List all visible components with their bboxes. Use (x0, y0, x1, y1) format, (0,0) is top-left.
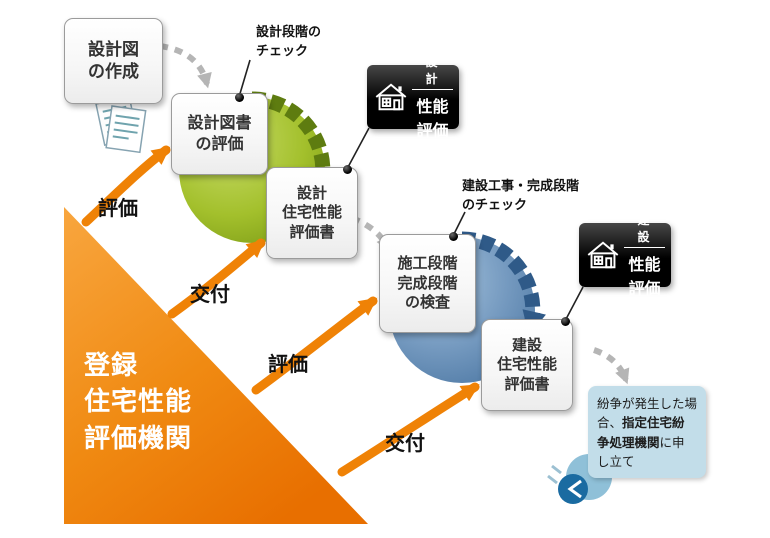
agency-triangle (64, 207, 368, 524)
node-design-report: 設計 住宅性能 評価書 (266, 167, 358, 259)
node-create-drawings: 設計図 の作成 (64, 18, 163, 104)
flow-arrow-issue-design-report (167, 238, 266, 319)
flow-label-evaluate-design: 評価 (98, 196, 138, 220)
dispute-text-pre: 紛争が発生した場合、 (597, 396, 698, 431)
connector-dot (449, 232, 458, 241)
node-construction-report: 建設 住宅性能 評価書 (481, 319, 573, 411)
flow-arrow-evaluate-construction (251, 296, 378, 395)
flow-label-issue-construction: 交付 (385, 431, 425, 455)
flow-label-issue-design: 交付 (190, 282, 230, 306)
building-icon (587, 241, 619, 269)
dispute-note: 紛争が発生した場合、指定住宅紛争処理機関に申し立て (588, 386, 706, 478)
badge-main-label: 性能評価 (416, 97, 449, 140)
flow-arrow-issue-construction-report (337, 382, 480, 477)
badge-category-label: 建 設 (624, 211, 665, 248)
flow-arrow-evaluate-design (81, 145, 171, 227)
process-arrow-report-to-dispute (592, 347, 630, 385)
flow-label-evaluate-construction: 評価 (268, 352, 308, 376)
house-icon (375, 83, 407, 111)
badge-main-label: 性能評価 (628, 255, 661, 298)
node-inspection: 施工段階 完成段階 の検査 (379, 234, 476, 333)
node-evaluate-documents: 設計図書 の評価 (171, 93, 268, 175)
connector-dot (343, 165, 352, 174)
badge-category-label: 設 計 (412, 53, 453, 90)
connector-dot (235, 93, 244, 102)
agency-title: 登録 住宅性能 評価機関 (84, 351, 193, 454)
documents-icon (95, 96, 147, 154)
design-certificate-badge: 設 計 性能評価 (367, 55, 459, 140)
design-check-note: 設計段階の チェック (256, 25, 322, 59)
construction-stage-arc-arrow (461, 231, 546, 336)
construction-certificate-badge: 建 設 性能評価 (579, 213, 671, 298)
construction-check-note: 建設工事・完成段階 のチェック (462, 179, 580, 213)
design-stage-arc-arrow (251, 91, 336, 196)
dispute-text-bold: 指定住宅紛争処理機関 (597, 415, 685, 450)
connector-dot (561, 317, 570, 326)
process-arrow-create-to-evaluate (159, 43, 212, 89)
dispute-text-post: に申し立て (597, 434, 685, 470)
